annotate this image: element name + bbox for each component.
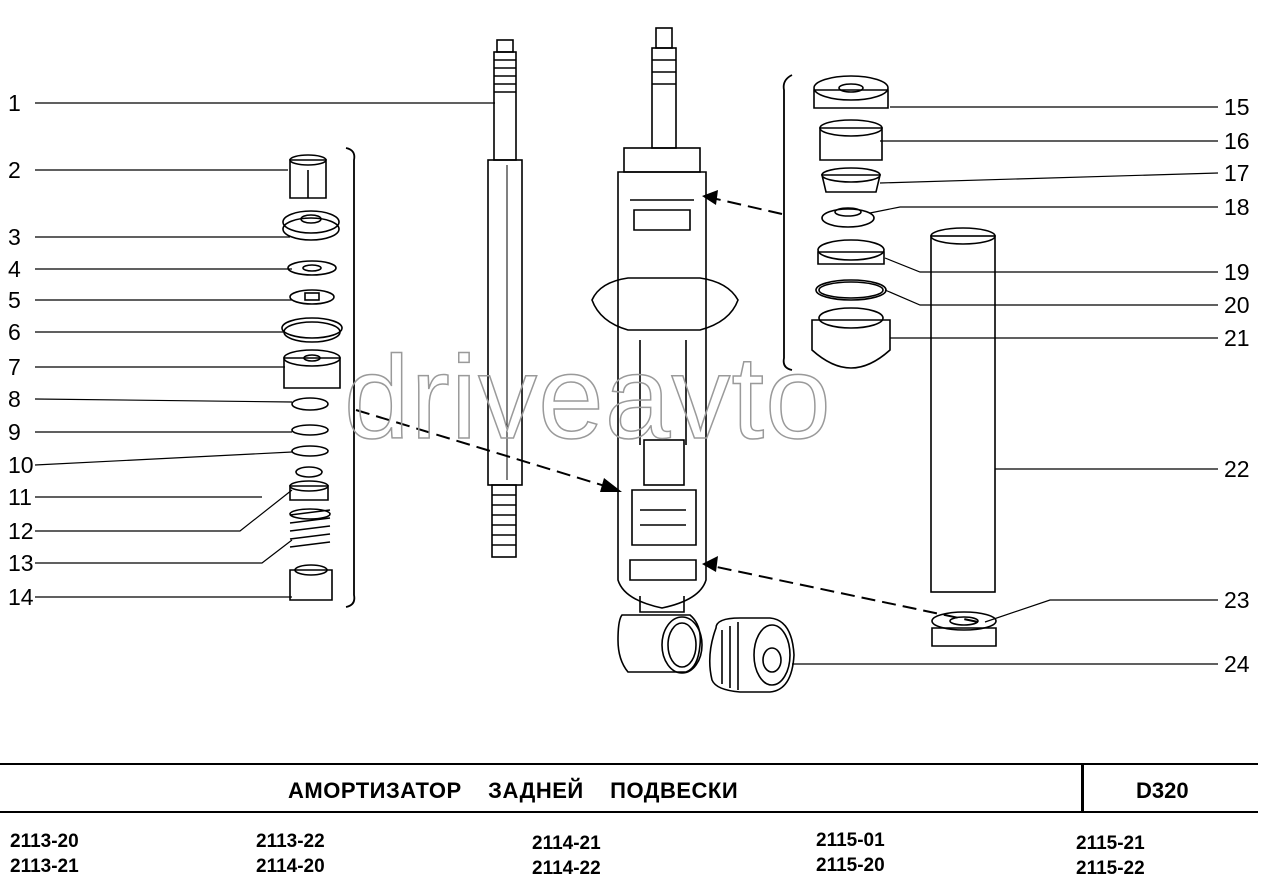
callout-number: 1 [8, 90, 21, 116]
model-code: 2114-21 [532, 833, 601, 854]
silent-block [708, 617, 795, 693]
model-code: 2114-20 [256, 856, 325, 877]
callout-number: 9 [8, 419, 21, 445]
callout-number: 2 [8, 157, 21, 183]
title-divider [1081, 765, 1084, 811]
model-code: 2113-22 [256, 831, 325, 852]
callout-number: 14 [8, 584, 34, 610]
arrow-heads [600, 190, 718, 572]
callout-number: 18 [1224, 194, 1250, 220]
piston-rod [487, 39, 523, 558]
callout-number: 15 [1224, 94, 1250, 120]
callout-number: 6 [8, 319, 21, 345]
callout-number: 21 [1224, 325, 1250, 351]
model-code: 2113-21 [10, 856, 79, 877]
callout-number: 7 [8, 354, 21, 380]
callout-number: 22 [1224, 456, 1250, 482]
watermark: driveavto [343, 331, 832, 465]
left-parts [281, 154, 343, 601]
shock-body [591, 27, 739, 613]
callout-number: 23 [1224, 587, 1250, 613]
callout-number: 11 [8, 484, 32, 510]
diagram-code: D320 [1136, 778, 1189, 803]
diagram-drawing [34, 27, 1219, 693]
callout-number: 12 [8, 518, 34, 544]
boot-tube [930, 227, 996, 593]
model-code: 2113-20 [10, 831, 79, 852]
callout-number: 24 [1224, 651, 1250, 677]
callout-number: 13 [8, 550, 34, 576]
callout-number: 5 [8, 287, 21, 313]
model-code: 2115-01 [816, 830, 885, 851]
page-title: АМОРТИЗАТОР ЗАДНЕЙ ПОДВЕСКИ [288, 778, 739, 803]
exploded-diagram: driveavto 1 2 3 4 5 6 7 8 9 10 11 12 13 … [8, 27, 1250, 693]
leader-lines-right [792, 106, 1219, 665]
right-parts [811, 75, 891, 369]
callout-number: 10 [8, 452, 34, 478]
leader-lines-left [34, 102, 495, 598]
model-code: 2115-22 [1076, 858, 1145, 879]
callout-number: 3 [8, 224, 21, 250]
bump-cup [931, 611, 997, 647]
callout-number: 16 [1224, 128, 1250, 154]
callout-number: 8 [8, 386, 21, 412]
callout-number: 20 [1224, 292, 1250, 318]
model-code: 2115-20 [816, 855, 885, 876]
lower-eye [617, 614, 703, 674]
callout-number: 4 [8, 256, 21, 282]
callout-number: 17 [1224, 160, 1250, 186]
model-code: 2114-22 [532, 858, 601, 879]
assembly-arrows [355, 197, 979, 623]
model-code: 2115-21 [1076, 833, 1145, 854]
title-block: АМОРТИЗАТОР ЗАДНЕЙ ПОДВЕСКИ D320 [0, 763, 1258, 813]
callout-number: 19 [1224, 259, 1250, 285]
